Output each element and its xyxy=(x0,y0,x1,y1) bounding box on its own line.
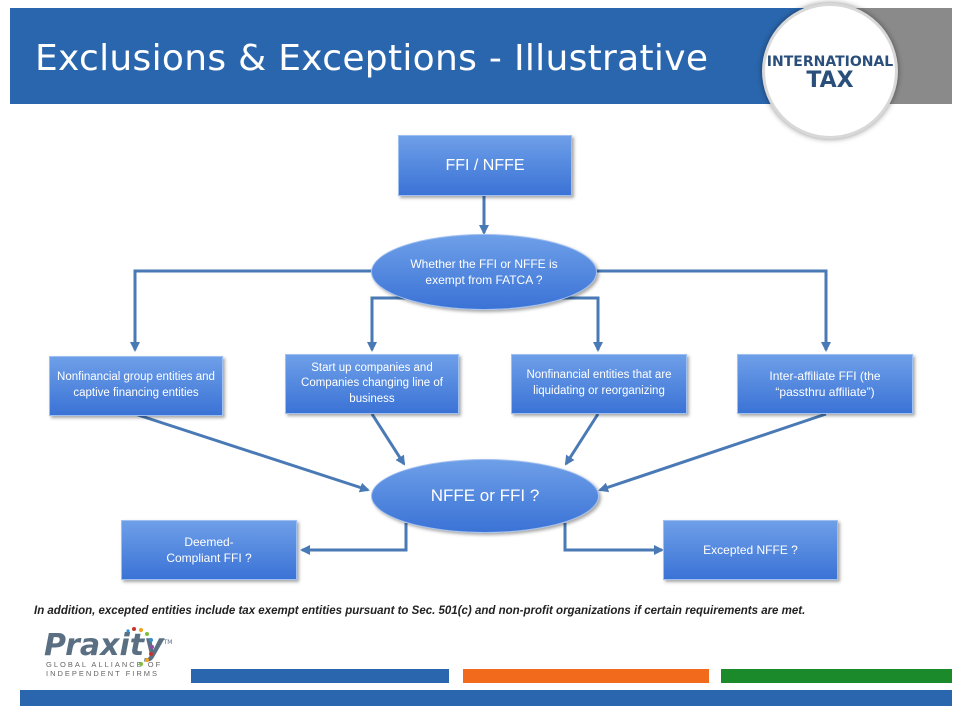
page-title: Exclusions & Exceptions - Illustrative xyxy=(35,38,709,79)
arrow-cat3-to-result xyxy=(564,413,600,466)
deemed-compliant-ffi-box: Deemed- Compliant FFI ? xyxy=(121,520,297,580)
accent-bar-blue xyxy=(191,669,449,683)
category-nonfinancial-group: Nonfinancial group entities and captive … xyxy=(49,356,223,416)
ffi-nffe-box: FFI / NFFE xyxy=(398,135,572,196)
praxity-dots-icon xyxy=(126,627,154,666)
arrow-cat1-to-result xyxy=(134,412,370,493)
arrow-decision-to-cat4 xyxy=(596,269,831,352)
category-inter-affiliate-ffi: Inter-affiliate FFI (the “passthru affil… xyxy=(737,354,913,414)
badge-line-1: INTERNATIONAL xyxy=(766,54,894,70)
international-tax-badge: INTERNATIONAL TAX xyxy=(762,3,898,139)
logo-name: Praxity xyxy=(44,628,164,663)
arrow-decision-to-cat2 xyxy=(367,296,440,352)
footnote: In addition, excepted entities include t… xyxy=(34,605,806,617)
excepted-nffe-box: Excepted NFFE ? xyxy=(663,520,838,580)
badge-line-2: TAX xyxy=(806,68,854,93)
accent-bar-green xyxy=(721,669,952,683)
tagline-line-1: GLOBAL ALLIANCE OF xyxy=(46,660,163,669)
logo-tm: TM xyxy=(163,639,173,646)
arrow-result-to-excepted xyxy=(563,523,664,555)
accent-bar-orange xyxy=(463,669,709,683)
arrow-decision-to-cat1 xyxy=(130,269,372,352)
exemption-decision-oval: Whether the FFI or NFFE is exempt from F… xyxy=(371,234,597,310)
arrow-result-to-deemed xyxy=(300,523,408,555)
nffe-or-ffi-oval: NFFE or FFI ? xyxy=(371,459,599,533)
category-liquidating-entities: Nonfinancial entities that are liquidati… xyxy=(511,354,687,414)
arrow-decision-to-cat3 xyxy=(528,296,603,352)
arrow-cat4-to-result xyxy=(598,412,827,493)
tagline-line-2: INDEPENDENT FIRMS xyxy=(46,669,160,678)
category-startup-companies: Start up companies and Companies changin… xyxy=(285,354,459,414)
footer-bar xyxy=(20,690,952,706)
praxity-logo: PraxityTM xyxy=(44,628,172,663)
arrow-cat2-to-result xyxy=(370,413,406,466)
